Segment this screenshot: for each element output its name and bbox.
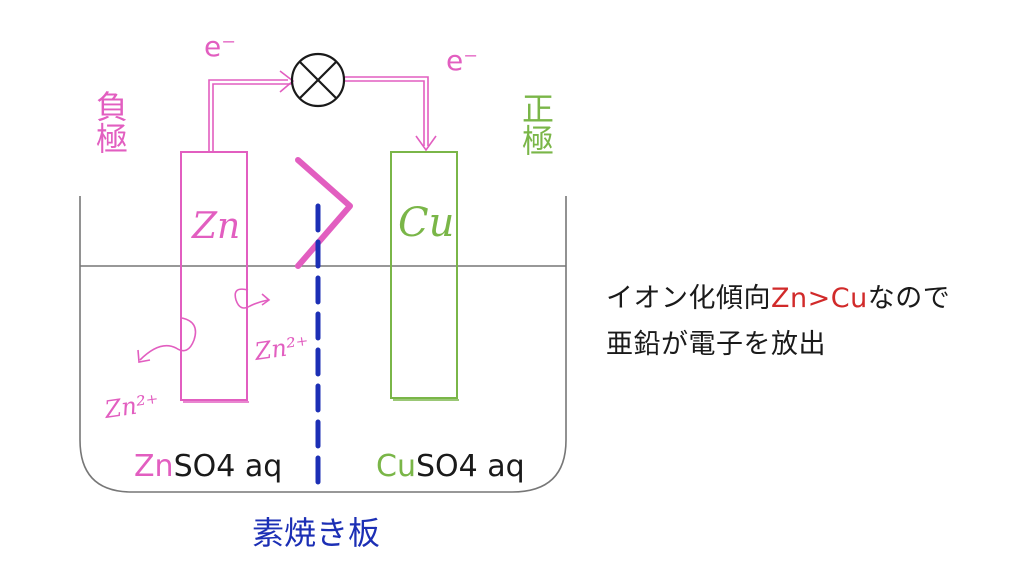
wire-left — [208, 79, 292, 152]
zn-electrode — [180, 151, 248, 401]
porous-plate-label: 素焼き板 — [252, 514, 380, 552]
left-solution-label: ZnSO4 aq — [134, 449, 282, 484]
zn-side-mark — [295, 157, 353, 269]
caption-prefix: イオン化傾向 — [606, 283, 771, 314]
negative-electrode-label: 負極 — [91, 90, 129, 154]
wire-right-arrow — [415, 135, 437, 152]
electron-label-left: e⁻ — [204, 30, 236, 63]
zn-ion-arrow-right — [234, 288, 269, 309]
caption-line-1: イオン化傾向Zn>Cuなので — [606, 276, 950, 315]
cu-electrode — [390, 151, 458, 399]
beaker-outline — [79, 196, 567, 493]
zn-ion-label-right: Zn²⁺ — [252, 331, 311, 366]
left-solution-rest: SO4 aq — [174, 449, 283, 484]
zn-ion-label-left: Zn²⁺ — [102, 389, 161, 424]
right-solution-rest: SO4 aq — [416, 449, 525, 484]
right-solution-metal: Cu — [376, 449, 416, 484]
right-solution-label: CuSO4 aq — [376, 449, 525, 484]
caption-line-2: 亜鉛が電子を放出 — [606, 329, 826, 360]
electron-label-right: e⁻ — [446, 44, 478, 77]
left-solution-metal: Zn — [134, 449, 174, 484]
positive-electrode-label: 正極 — [517, 92, 555, 156]
lamp-symbol-icon — [290, 52, 346, 108]
caption-highlight: Zn>Cu — [771, 283, 868, 314]
wire-right — [344, 76, 429, 146]
cu-electrode-label: Cu — [398, 200, 454, 246]
caption-suffix: なので — [867, 283, 951, 314]
zn-electrode-label: Zn — [191, 206, 240, 247]
zn-ion-arrow-left — [139, 317, 197, 361]
